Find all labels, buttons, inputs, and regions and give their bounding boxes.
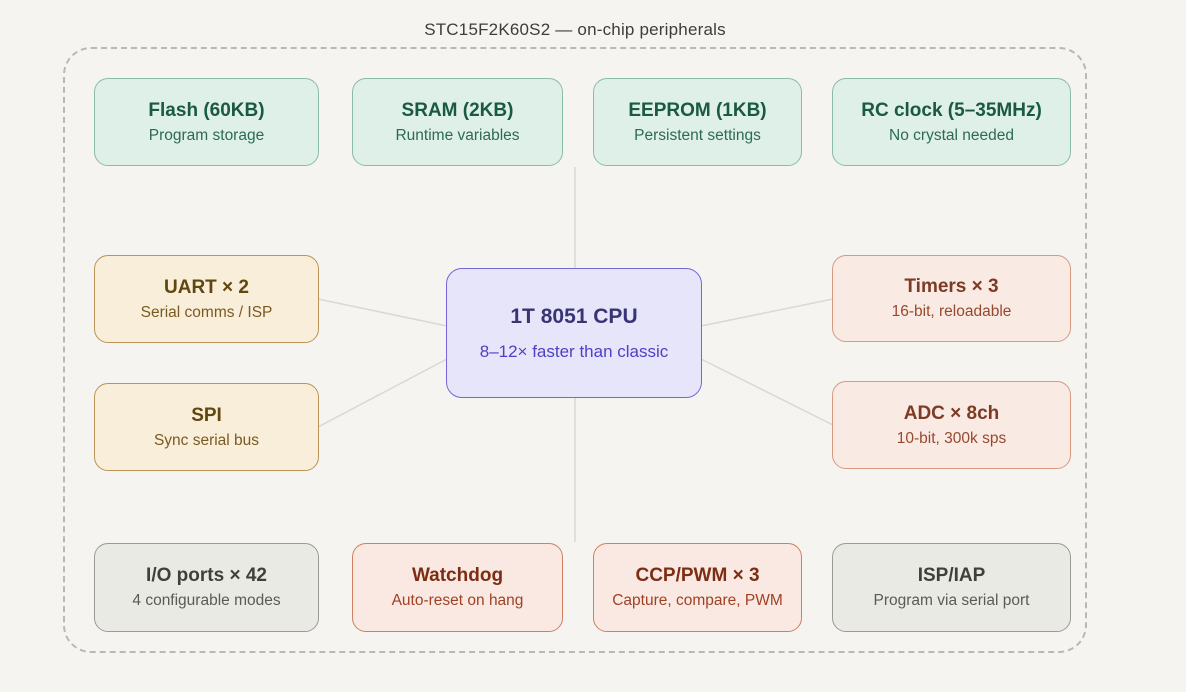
node-subtitle: 4 configurable modes (132, 592, 281, 610)
node-isp-iap: ISP/IAP Program via serial port (832, 543, 1071, 632)
diagram-frame (63, 47, 1087, 653)
node-title: Watchdog (411, 565, 504, 587)
node-title: ADC × 8ch (903, 402, 1000, 424)
cpu-title: 1T 8051 CPU (510, 304, 638, 328)
node-title: ISP/IAP (917, 565, 986, 587)
connector-uart-to-cpu (317, 298, 448, 327)
node-subtitle: No crystal needed (889, 126, 1014, 144)
node-subtitle: Program via serial port (873, 592, 1030, 610)
node-title: EEPROM (1KB) (628, 99, 767, 121)
node-timers: Timers × 3 16-bit, reloadable (832, 255, 1071, 342)
node-subtitle: Sync serial bus (153, 431, 260, 449)
node-flash: Flash (60KB) Program storage (94, 78, 319, 166)
cpu-subtitle: 8–12× faster than classic (479, 342, 669, 361)
node-adc: ADC × 8ch 10-bit, 300k sps (832, 381, 1071, 469)
connector-spi-to-cpu (317, 358, 448, 428)
node-subtitle: 10-bit, 300k sps (896, 429, 1007, 447)
node-cpu: 1T 8051 CPU 8–12× faster than classic (446, 268, 702, 398)
node-title: SPI (191, 404, 222, 426)
node-subtitle: Persistent settings (634, 126, 761, 144)
node-eeprom: EEPROM (1KB) Persistent settings (593, 78, 802, 166)
node-subtitle: Serial comms / ISP (140, 303, 273, 321)
page-title: STC15F2K60S2 — on-chip peripherals (424, 20, 726, 39)
node-spi: SPI Sync serial bus (94, 383, 319, 471)
node-ccp-pwm: CCP/PWM × 3 Capture, compare, PWM (593, 543, 802, 632)
node-title: I/O ports × 42 (146, 565, 267, 587)
node-subtitle: Program storage (148, 126, 265, 144)
node-subtitle: 16-bit, reloadable (891, 303, 1012, 321)
connector-cpu-to-adc (700, 358, 834, 426)
node-uart: UART × 2 Serial comms / ISP (94, 255, 319, 343)
node-watchdog: Watchdog Auto-reset on hang (352, 543, 563, 632)
node-subtitle: Capture, compare, PWM (612, 592, 783, 610)
node-io-ports: I/O ports × 42 4 configurable modes (94, 543, 319, 632)
node-sram: SRAM (2KB) Runtime variables (352, 78, 563, 166)
node-title: RC clock (5–35MHz) (861, 99, 1042, 121)
node-title: CCP/PWM × 3 (635, 565, 760, 587)
node-subtitle: Auto-reset on hang (391, 592, 524, 610)
node-title: Flash (60KB) (148, 99, 265, 121)
node-title: Timers × 3 (904, 276, 999, 298)
node-title: UART × 2 (164, 276, 249, 298)
connector-cpu-to-timers (700, 298, 834, 327)
node-rc-clock: RC clock (5–35MHz) No crystal needed (832, 78, 1071, 166)
node-subtitle: Runtime variables (395, 126, 520, 144)
node-title: SRAM (2KB) (401, 99, 514, 121)
